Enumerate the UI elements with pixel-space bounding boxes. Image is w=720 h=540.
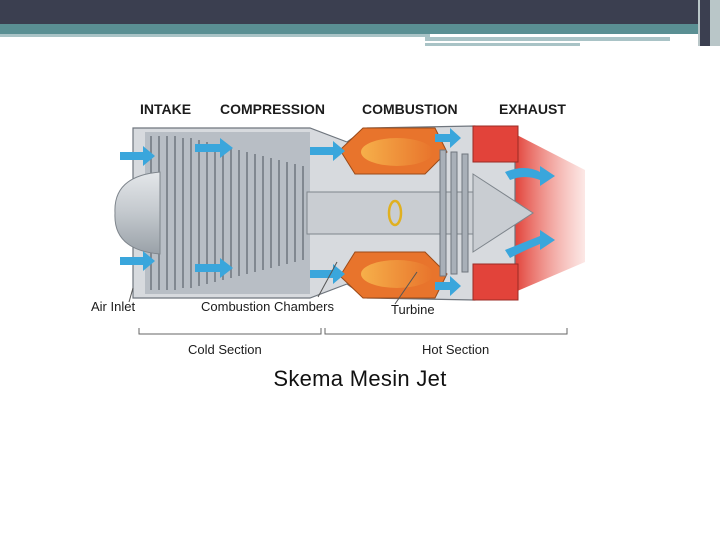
flame-bottom — [361, 260, 433, 288]
header-light-stripe-3 — [425, 43, 580, 46]
exhaust-nozzle-bottom — [472, 263, 519, 301]
airflow-arrow-icon — [195, 138, 233, 158]
part-label-air-inlet: Air Inlet — [91, 299, 135, 314]
slide-caption: Skema Mesin Jet — [273, 366, 447, 391]
exhaust-nozzle-top — [472, 125, 519, 163]
header-teal-bar — [0, 24, 700, 34]
cold-section-bracket — [138, 328, 322, 335]
airflow-arrow-icon — [505, 230, 555, 258]
section-label-cold: Cold Section — [188, 342, 262, 357]
hot-section-bracket — [324, 328, 568, 335]
shaft-rotation-icon — [387, 199, 403, 227]
airflow-arrow-icon — [120, 251, 155, 271]
stage-label-exhaust: EXHAUST — [499, 101, 566, 117]
engine-shaft — [306, 191, 478, 235]
header-dark-bar — [0, 0, 720, 24]
airflow-arrow-icon — [310, 264, 345, 284]
compressor-blades — [150, 136, 304, 290]
turbine-stages — [439, 149, 469, 277]
airflow-arrow-icon — [505, 166, 555, 186]
flame-top — [361, 138, 433, 166]
airflow-arrow-icon — [435, 128, 461, 148]
slide-header-band — [0, 0, 720, 46]
airflow-arrow-icon — [435, 276, 461, 296]
airflow-arrow-icon — [120, 146, 155, 166]
header-light-stripe-2 — [425, 37, 670, 41]
stage-label-intake: INTAKE — [140, 101, 191, 117]
exhaust-cone — [472, 173, 534, 253]
stage-label-compression: COMPRESSION — [220, 101, 325, 117]
jet-engine-diagram: INTAKE COMPRESSION COMBUSTION EXHAUST — [91, 101, 585, 357]
section-label-hot: Hot Section — [422, 342, 489, 357]
airflow-arrow-icon — [310, 141, 345, 161]
airflow-arrow-icon — [195, 258, 233, 278]
header-light-stripe — [0, 34, 430, 37]
airflow-arrows — [120, 128, 555, 296]
part-label-turbine: Turbine — [391, 302, 435, 317]
callout-lines — [128, 261, 418, 305]
nose-cone — [114, 171, 161, 255]
part-label-combustion-chambers: Combustion Chambers — [201, 299, 334, 314]
header-right-tab-dark — [700, 0, 710, 46]
stage-label-combustion: COMBUSTION — [362, 101, 458, 117]
